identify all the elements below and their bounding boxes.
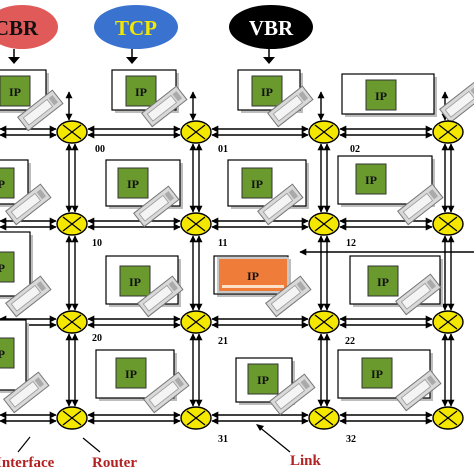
- vbr-source: [229, 5, 313, 49]
- router: [432, 120, 464, 144]
- network-interface: [5, 275, 52, 318]
- router: [180, 212, 212, 236]
- ip-label: IP: [0, 347, 5, 361]
- network-interface: [395, 369, 442, 412]
- ip-label: IP: [127, 177, 139, 191]
- network-interface: [3, 371, 50, 414]
- vbr-label: VBR: [249, 16, 294, 40]
- router: [308, 120, 340, 144]
- legend-interface: Interface: [0, 455, 55, 471]
- node-label-12: 12: [346, 238, 356, 249]
- processing-element: IP: [341, 73, 437, 117]
- traffic-sources: CBR TCP VBR: [0, 5, 313, 64]
- node-labels: 00 01 02 10 11 12 20 21 22 31 32: [92, 144, 360, 445]
- network-interface: [265, 275, 312, 318]
- network-interface: [133, 185, 180, 228]
- router: [56, 406, 88, 430]
- router: [432, 406, 464, 430]
- network-interface: [137, 275, 184, 318]
- node-label-32: 32: [346, 434, 356, 445]
- node-label-01: 01: [218, 144, 228, 155]
- ip-label: IP: [247, 269, 259, 283]
- ip-label: IP: [0, 177, 5, 191]
- network-interface: [269, 373, 316, 416]
- router: [432, 310, 464, 334]
- network-interface: [257, 183, 304, 226]
- legend-link: Link: [290, 453, 322, 469]
- processing-element: IP: [0, 159, 31, 207]
- cbr-label: CBR: [0, 16, 39, 40]
- network-interface: [17, 89, 64, 132]
- router: [180, 406, 212, 430]
- router: [180, 120, 212, 144]
- router: [180, 310, 212, 334]
- network-interface: [397, 183, 444, 226]
- ip-label: IP: [375, 89, 387, 103]
- node-label-02: 02: [350, 144, 360, 155]
- ip-label: IP: [9, 85, 21, 99]
- processing-element: IP: [337, 349, 433, 401]
- router: [432, 212, 464, 236]
- ip-label: IP: [125, 367, 137, 381]
- ip-label: IP: [365, 173, 377, 187]
- node-label-21: 21: [218, 336, 228, 347]
- ip-label: IP: [251, 177, 263, 191]
- legend-router: Router: [92, 455, 137, 471]
- node-label-00: 00: [95, 144, 105, 155]
- node-label-10: 10: [92, 238, 102, 249]
- processing-elements: IP IP IP IP IP IP IP IP IP IP IP IP IP IP IP IP: [0, 69, 443, 405]
- routers: [56, 120, 464, 430]
- ip-label: IP: [261, 85, 273, 99]
- router: [308, 310, 340, 334]
- router: [56, 212, 88, 236]
- router: [56, 310, 88, 334]
- processing-element: IP: [0, 231, 33, 299]
- cbr-source: [0, 5, 58, 49]
- tcp-label: TCP: [115, 16, 157, 40]
- processing-element: IP: [111, 69, 179, 113]
- node-label-22: 22: [345, 336, 355, 347]
- node-label-31: 31: [218, 434, 228, 445]
- ip-label: IP: [371, 367, 383, 381]
- links: [0, 91, 474, 425]
- network-interface: [5, 183, 52, 226]
- network-interface: [395, 273, 442, 316]
- ip-label: IP: [0, 261, 5, 275]
- ip-label: IP: [135, 85, 147, 99]
- tcp-source: [94, 5, 178, 49]
- node-label-11: 11: [218, 238, 227, 249]
- router: [308, 212, 340, 236]
- network-interfaces: [3, 81, 474, 416]
- node-label-20: 20: [92, 333, 102, 344]
- ip-label: IP: [257, 373, 269, 387]
- router: [308, 406, 340, 430]
- legend: Interface Router Link: [0, 424, 322, 471]
- network-interface: [267, 85, 314, 128]
- ip-label: IP: [129, 275, 141, 289]
- processing-element: IP: [0, 319, 29, 393]
- router: [56, 120, 88, 144]
- network-interface: [143, 371, 190, 414]
- processing-element: IP: [235, 357, 295, 405]
- processing-element: IP: [213, 255, 291, 297]
- network-interface: [141, 85, 188, 128]
- ip-label: IP: [377, 275, 389, 289]
